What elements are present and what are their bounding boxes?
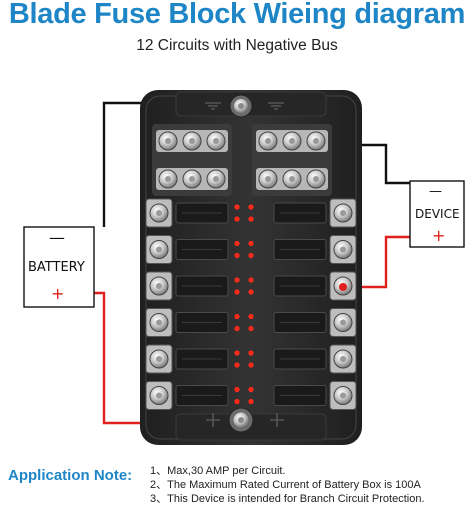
led-indicator-icon [248,289,254,295]
screw-terminal-icon [149,240,169,259]
screw-terminal-icon [333,386,353,405]
screw-terminal-icon [333,313,353,332]
fuse-row [145,308,357,337]
led-indicator-icon [248,252,254,259]
led-indicator-icon [248,362,254,368]
screw-terminal-icon [333,349,353,369]
screw-terminal-icon [182,131,202,151]
fuse-row [145,235,357,264]
led-indicator-icon [248,398,254,405]
device-positive-sign: + [432,226,446,245]
led-indicator-icon [234,277,240,283]
screw-terminal-icon [182,169,202,189]
led-indicator-icon [234,289,240,295]
screw-terminal-icon [306,131,326,151]
screw-terminal-icon [158,131,178,151]
led-indicator-icon [234,350,240,356]
led-indicator-icon [234,252,240,259]
device-box [409,180,465,248]
led-indicator-icon [234,240,240,247]
screw-terminal-icon [333,203,353,223]
led-indicator-icon [234,313,240,320]
bus-screws [158,131,326,189]
led-indicator-icon [248,216,254,222]
led-indicator-icon [234,325,240,332]
screw-terminal-icon [206,169,226,189]
application-note-line: 2、The Maximum Rated Current of Battery B… [150,479,421,491]
diagram-title: Blade Fuse Block Wieing diagram [8,0,466,30]
led-indicator-icon [248,313,254,320]
battery-positive-sign: + [51,284,65,303]
bottom-positive-stud-icon [228,407,254,433]
application-note-line: 1、Max,30 AMP per Circuit. [150,465,286,477]
screw-terminal-icon [149,276,169,296]
screw-terminal-icon [149,386,169,405]
diagram-subtitle: 12 Circuits with Negative Bus [136,37,338,54]
led-indicator-icon [248,277,254,283]
battery-label: BATTERY [28,260,85,275]
led-indicator-icon [248,350,254,356]
fuse-row [145,344,357,374]
led-indicator-icon [234,398,240,405]
application-note-label: Application Note: [8,467,133,484]
led-indicator-icon [248,240,254,247]
screw-terminal-icon [206,131,226,151]
device-connection-point [339,283,347,291]
screw-terminal-icon [158,169,178,189]
screw-terminal-icon [306,169,326,189]
ground-symbol-icon [205,102,284,427]
screw-terminal-icon [282,131,302,151]
led-indicator-icon [248,204,254,210]
negative-stud-icon [229,94,253,118]
led-indicator-icon [234,362,240,368]
device-label: DEVICE [415,207,460,221]
battery-box [23,226,95,308]
led-indicator-icon [234,204,240,210]
led-indicator-icon [234,216,240,222]
screw-terminal-icon [333,240,353,259]
screw-terminal-icon [258,131,278,151]
led-indicator-icon [234,386,240,393]
screw-terminal-icon [149,203,169,223]
fuse-circuit-rows [145,198,357,410]
screw-terminal-icon [282,169,302,189]
led-indicator-icon [248,325,254,332]
application-note-line: 3、This Device is intended for Branch Cir… [150,493,425,505]
screw-terminal-icon [258,169,278,189]
screw-terminal-icon [149,349,169,369]
battery-negative-sign: — [49,228,65,247]
led-indicator-icon [248,386,254,393]
fuse-row [145,381,357,410]
screw-terminal-icon [149,313,169,332]
device-negative-sign: — [429,184,442,199]
fuse-row [145,198,357,228]
